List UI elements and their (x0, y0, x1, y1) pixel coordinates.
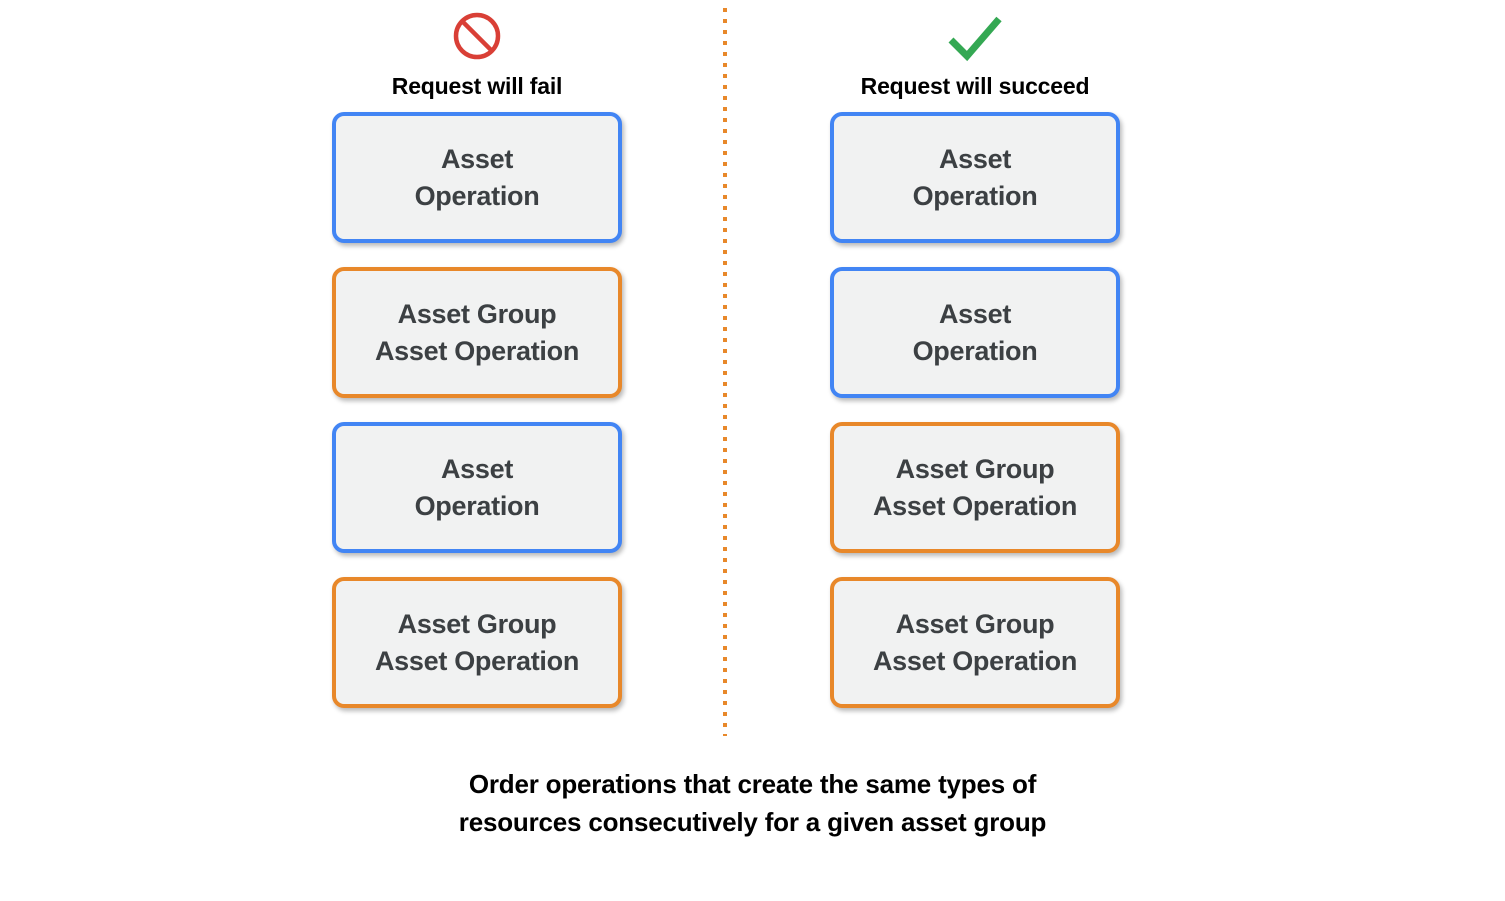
caption-line-1: Order operations that create the same ty… (468, 769, 1037, 799)
node-box-asset-group-asset-operation[interactable]: Asset Group Asset Operation (830, 422, 1120, 553)
checkmark-icon (825, 0, 1125, 72)
box-stack-fail: Asset Operation Asset Group Asset Operat… (332, 112, 622, 732)
node-box-asset-group-asset-operation[interactable]: Asset Group Asset Operation (332, 267, 622, 398)
column-header-fail: Request will fail (327, 0, 627, 100)
diagram-caption: Order operations that create the same ty… (0, 765, 1505, 841)
node-label: Asset Group Asset Operation (374, 608, 580, 676)
node-label: Asset Group Asset Operation (374, 298, 580, 366)
node-box-asset-operation[interactable]: Asset Operation (332, 422, 622, 553)
node-box-asset-group-asset-operation[interactable]: Asset Group Asset Operation (830, 577, 1120, 708)
node-box-asset-operation[interactable]: Asset Operation (332, 112, 622, 243)
prohibited-icon (327, 0, 627, 72)
column-title-succeed: Request will succeed (860, 73, 1090, 99)
node-box-asset-group-asset-operation[interactable]: Asset Group Asset Operation (332, 577, 622, 708)
node-label: Asset Operation (414, 453, 540, 521)
node-box-asset-operation[interactable]: Asset Operation (830, 112, 1120, 243)
node-label: Asset Operation (912, 143, 1038, 211)
node-label: Asset Operation (912, 298, 1038, 366)
column-header-succeed: Request will succeed (825, 0, 1125, 100)
node-label: Asset Operation (414, 143, 540, 211)
box-stack-succeed: Asset Operation Asset Operation Asset Gr… (830, 112, 1120, 732)
node-label: Asset Group Asset Operation (872, 453, 1078, 521)
node-label: Asset Group Asset Operation (872, 608, 1078, 676)
node-box-asset-operation[interactable]: Asset Operation (830, 267, 1120, 398)
caption-line-2: resources consecutively for a given asse… (458, 807, 1047, 837)
vertical-dotted-divider (723, 8, 727, 736)
column-title-fail: Request will fail (391, 73, 563, 99)
